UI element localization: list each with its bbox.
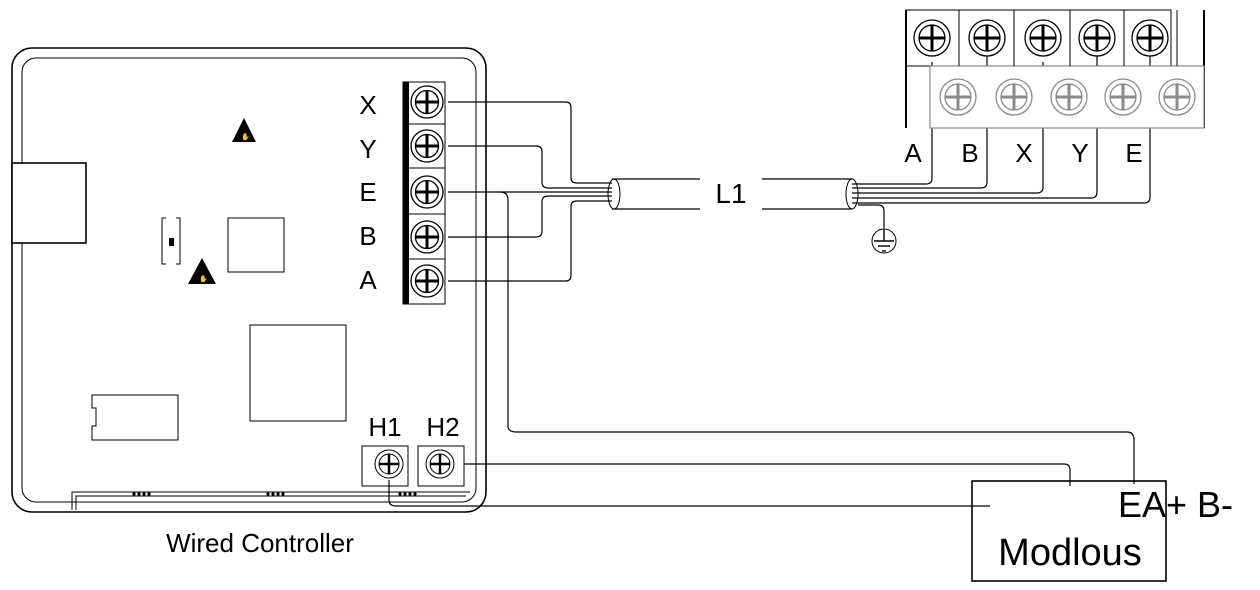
bottom-rail: [71, 491, 470, 510]
cable-label: L1: [715, 178, 746, 209]
wire-a: [448, 200, 612, 282]
terminal-label-h2: H2: [426, 412, 459, 442]
esd-warning-icon: ✋: [232, 118, 256, 142]
screw-icon: [410, 85, 444, 119]
screw-icon: [995, 78, 1033, 116]
wire-to-e: [852, 42, 1151, 204]
screw-icon: [1050, 78, 1088, 116]
wire-h1-to-module: [388, 480, 990, 507]
screw-icon: [1131, 19, 1169, 57]
connector-block: [91, 394, 179, 441]
outdoor-terminal-screws-top: [913, 10, 1178, 66]
controller-housing-inner: [21, 57, 477, 503]
screw-icon: [410, 175, 444, 209]
modbus-module: Modlous EA+ B-: [388, 191, 1233, 582]
ground-icon: [871, 228, 897, 254]
cable-l1: L1: [448, 42, 1151, 282]
wire-b: [448, 195, 612, 238]
outdoor-label-a: A: [904, 138, 922, 168]
terminal-strip-edge: [403, 82, 409, 304]
wired-controller: ✋ ✋ X Y E B A: [11, 47, 487, 558]
controller-side-tab: [11, 162, 87, 244]
screw-icon: [1078, 19, 1116, 57]
screw-icon: [410, 264, 444, 298]
sheath-end-left: [607, 178, 621, 210]
wire-to-a: [852, 62, 933, 185]
svg-text:✋: ✋: [241, 132, 250, 141]
screw-icon: [1024, 19, 1062, 57]
ground-wire: [858, 204, 885, 228]
controller-housing-outer: [11, 47, 487, 513]
outdoor-label-b: B: [961, 138, 978, 168]
screw-icon: [1104, 78, 1142, 116]
terminal-label-b: B: [359, 221, 376, 251]
terminal-label-x: X: [359, 90, 376, 120]
terminal-label-e: E: [359, 177, 376, 207]
screw-icon: [913, 19, 951, 57]
terminal-label-a: A: [359, 265, 377, 295]
wire-to-y: [852, 42, 1098, 199]
screw-icon: [410, 220, 444, 254]
chip-small: [227, 217, 285, 273]
wire-to-x: [852, 62, 1044, 194]
outdoor-label-e: E: [1125, 138, 1142, 168]
wire-e-to-module: [499, 191, 1135, 484]
rail-dots: [132, 492, 417, 496]
outdoor-label-x: X: [1015, 138, 1032, 168]
wire-h2-to-module: [464, 463, 1071, 486]
controller-caption: Wired Controller: [166, 528, 354, 558]
screw-icon: [939, 78, 977, 116]
modbus-module-box: [971, 480, 1167, 582]
screw-icon: [410, 129, 444, 163]
svg-text:✋: ✋: [199, 274, 208, 283]
wire-y: [448, 145, 612, 189]
modbus-terminals-label: EA+ B-: [1118, 484, 1233, 525]
dip-switch-icon: [161, 217, 181, 265]
outdoor-terminal-block: A B X Y E: [904, 9, 1205, 168]
terminal-h1: [361, 445, 409, 487]
controller-terminal-screws: [409, 85, 445, 298]
wire-x: [448, 101, 612, 184]
esd-warning-icon: ✋: [188, 258, 216, 284]
sheath-end-right: [845, 178, 859, 210]
terminal-label-y: Y: [359, 134, 376, 164]
outdoor-terminal-screws-bottom: [939, 78, 1196, 116]
terminal-label-h1: H1: [368, 412, 401, 442]
terminal-h2: [417, 445, 465, 487]
screw-icon: [1158, 78, 1196, 116]
outdoor-label-y: Y: [1071, 138, 1088, 168]
chip-large: [249, 324, 347, 422]
screw-icon: [968, 19, 1006, 57]
wire-to-b: [852, 42, 988, 189]
modbus-module-name: Modlous: [998, 532, 1142, 574]
